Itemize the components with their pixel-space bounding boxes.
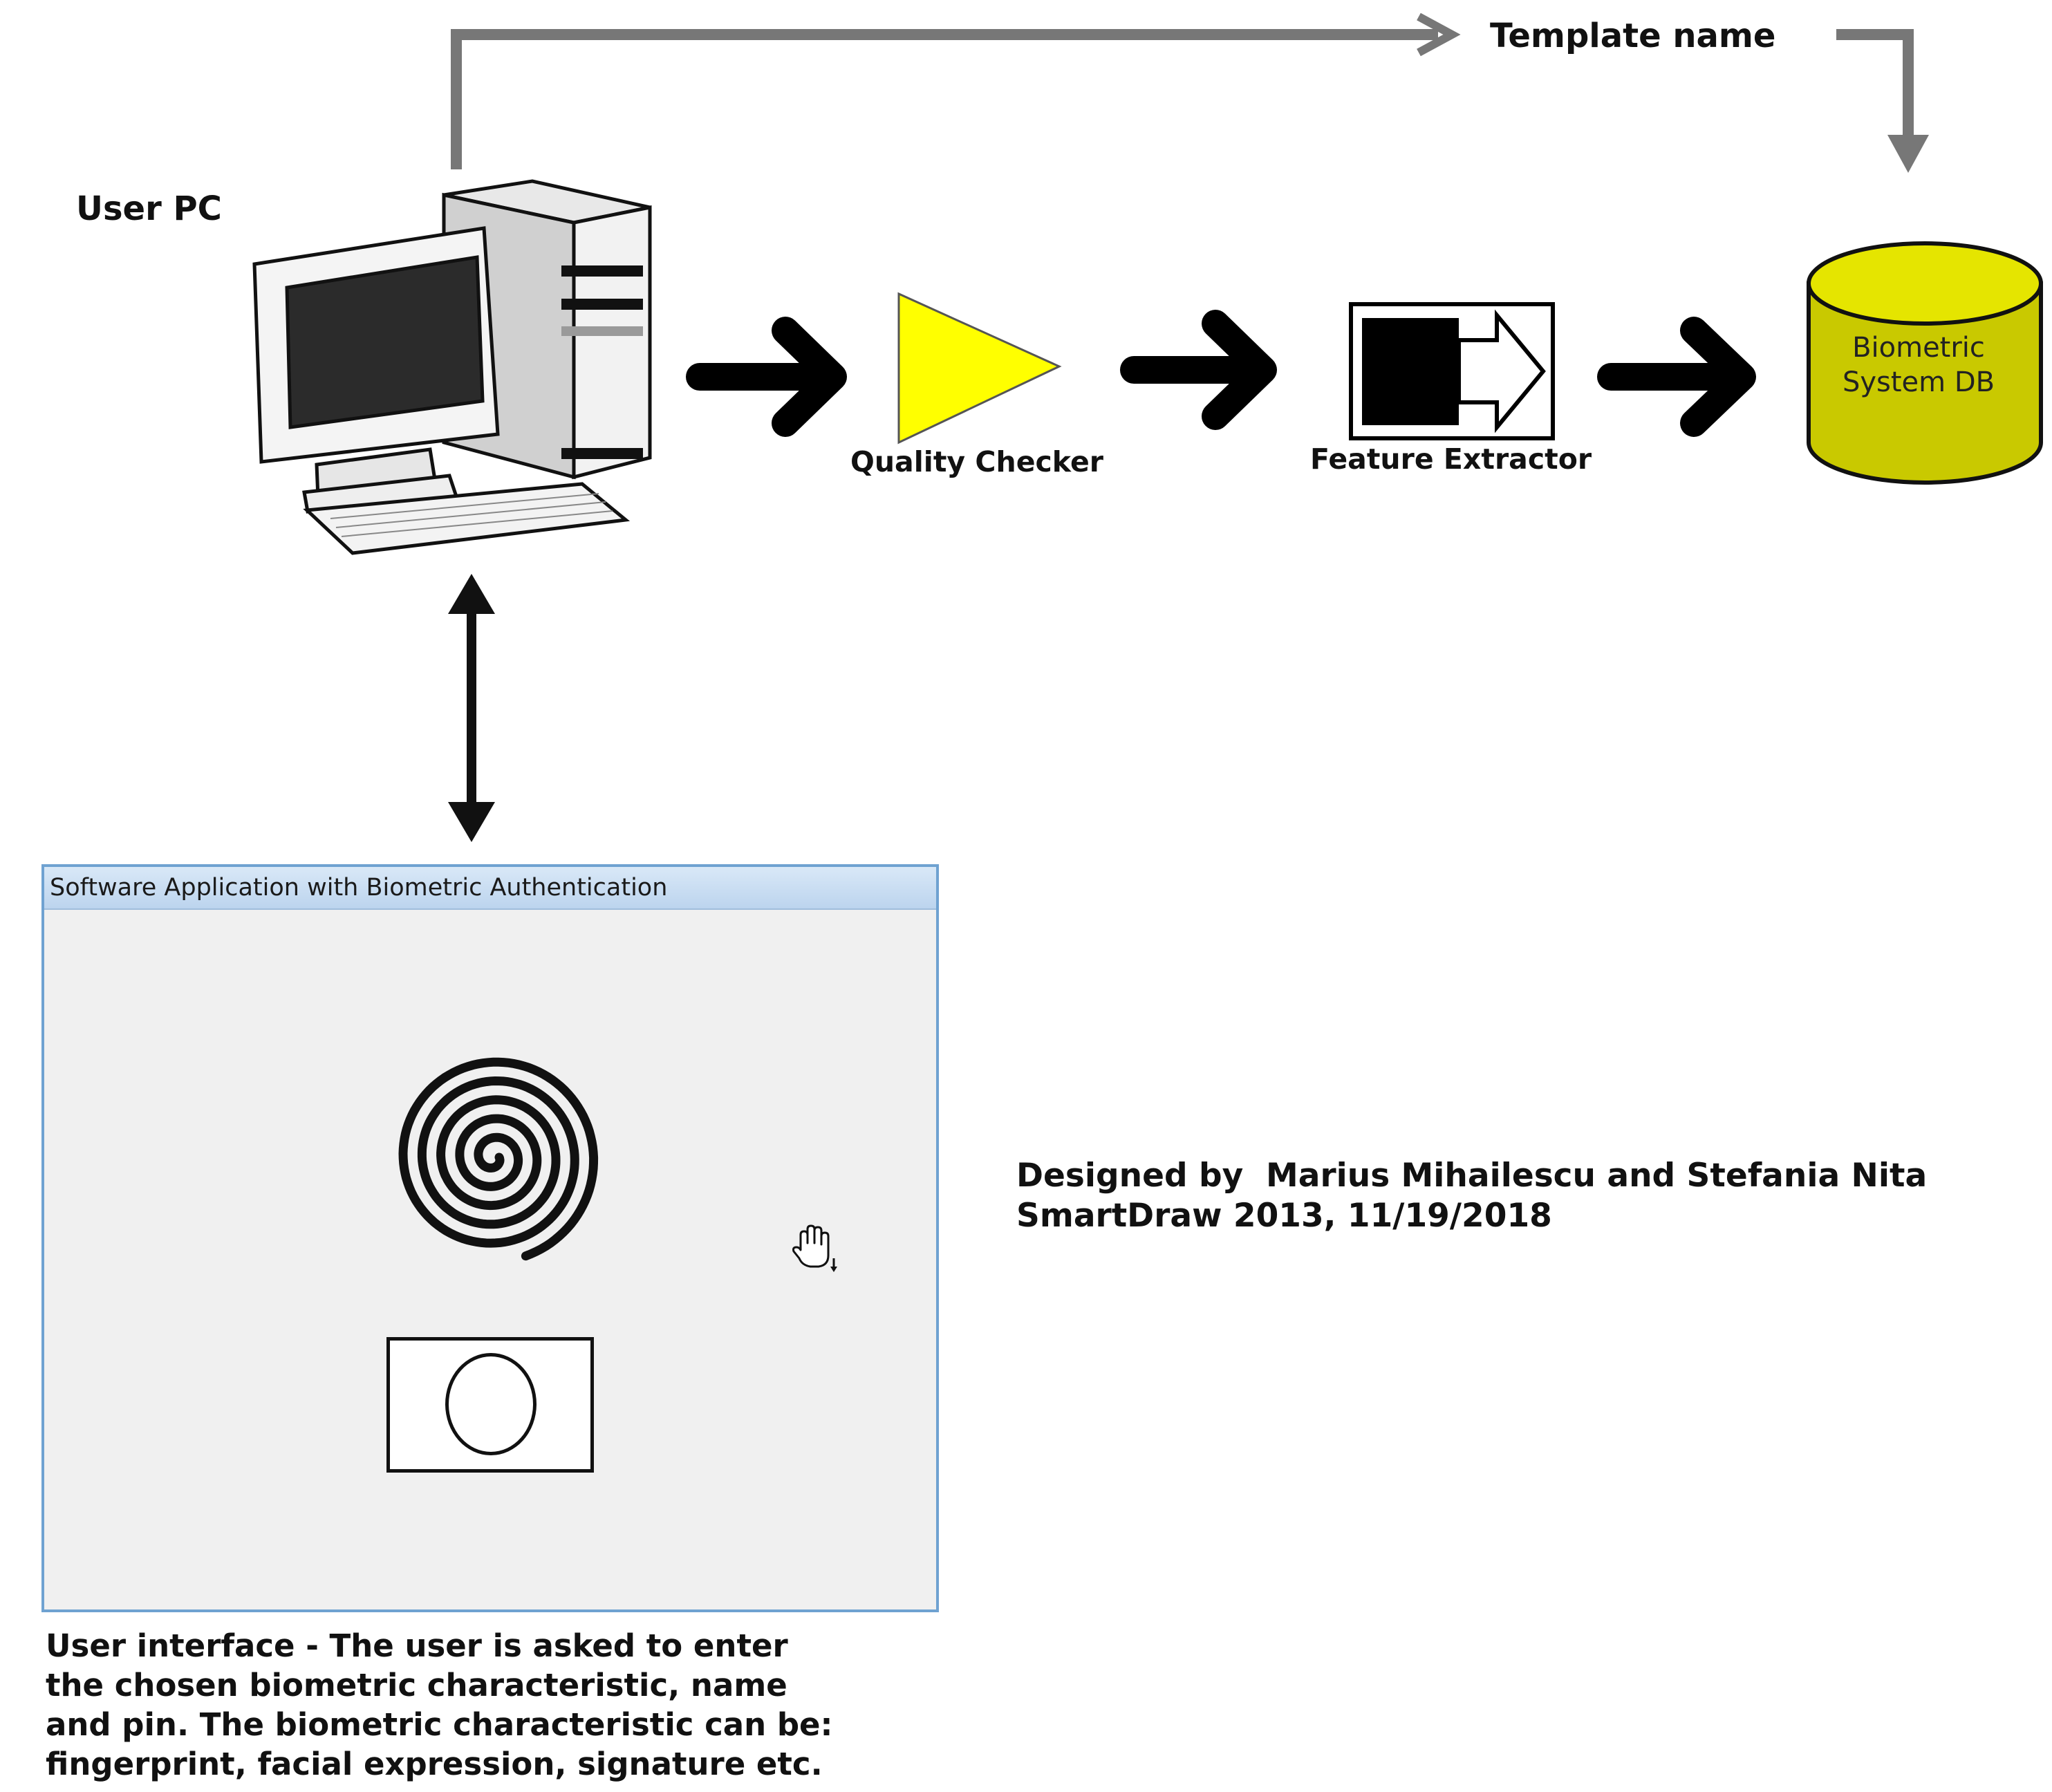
- credits: Designed by Marius Mihailescu and Stefan…: [1016, 1156, 1927, 1236]
- fingerprint-spiral-icon[interactable]: [383, 1047, 604, 1268]
- credits-line1: Designed by Marius Mihailescu and Stefan…: [1016, 1157, 1928, 1195]
- database-label-line2: System DB: [1842, 366, 1995, 398]
- template-arrow: [451, 12, 1929, 173]
- desktop-computer-icon: [252, 179, 652, 555]
- app-window: Software Application with Biometric Auth…: [41, 864, 939, 1612]
- user-pc-label: User PC: [76, 189, 222, 228]
- database-label-line1: Biometric: [1852, 332, 1985, 364]
- database-label: Biometric System DB: [1798, 330, 2040, 400]
- feature-extractor-icon: [1349, 302, 1555, 440]
- ui-description: User interface - The user is asked to en…: [46, 1626, 979, 1784]
- quality-checker-label: Quality Checker: [850, 445, 1103, 478]
- hand-cursor-icon: [787, 1220, 842, 1275]
- flow-arrow-quality-to-extractor: [1120, 310, 1277, 430]
- fingerprint-svg: [398, 1057, 599, 1261]
- face-oval-icon: [445, 1353, 537, 1455]
- template-name-label: Template name: [1490, 17, 1776, 55]
- app-window-titlebar[interactable]: Software Application with Biometric Auth…: [44, 867, 936, 910]
- ui-description-line: and pin. The biometric characteristic ca…: [46, 1706, 833, 1743]
- ui-description-line: User interface - The user is asked to en…: [46, 1627, 788, 1664]
- ui-description-line: fingerprint, facial expression, signatur…: [46, 1746, 823, 1782]
- flow-arrow-pc-to-quality: [686, 317, 847, 437]
- app-window-title: Software Application with Biometric Auth…: [50, 874, 668, 902]
- ui-description-line: the chosen biometric characteristic, nam…: [46, 1667, 787, 1704]
- ui-link-arrow: [448, 574, 495, 842]
- face-capture-box[interactable]: [386, 1337, 594, 1473]
- quality-checker-icon: [897, 292, 1062, 445]
- hand-cursor-svg: [792, 1224, 837, 1272]
- database-icon: [1807, 241, 2043, 485]
- credits-line2: SmartDraw 2013, 11/19/2018: [1016, 1197, 1552, 1235]
- flow-arrow-extractor-to-db: [1597, 317, 1756, 437]
- feature-extractor-label: Feature Extractor: [1310, 442, 1592, 476]
